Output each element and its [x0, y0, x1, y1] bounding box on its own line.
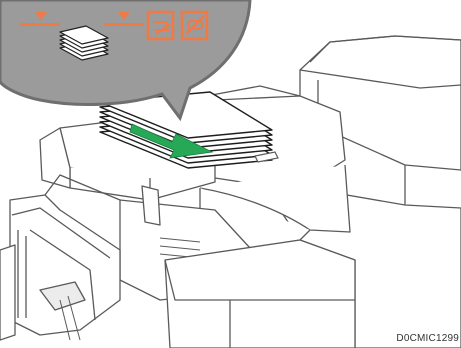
side-finisher — [0, 175, 120, 340]
figure-code: D0CMIC1299 — [396, 333, 459, 344]
